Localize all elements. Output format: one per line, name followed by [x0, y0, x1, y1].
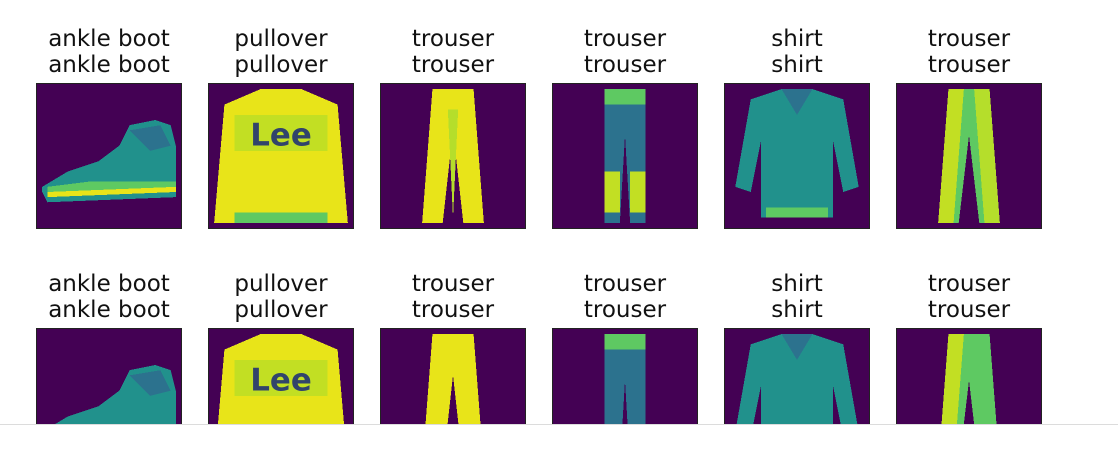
- label-line-1: trouser: [927, 271, 1011, 297]
- label-line-1: trouser: [583, 26, 667, 52]
- label-line-2: trouser: [927, 297, 1011, 323]
- label-line-1: pullover: [234, 271, 328, 297]
- label-line-2: trouser: [411, 297, 495, 323]
- label-line-1: trouser: [583, 271, 667, 297]
- ankle-boot-image: [36, 83, 182, 229]
- label-line-1: trouser: [927, 26, 1011, 52]
- label-line-1: ankle boot: [48, 271, 170, 297]
- logo-text: Lee: [250, 118, 312, 154]
- shirt-image: [724, 328, 870, 424]
- label-line-2: trouser: [411, 52, 495, 78]
- label-line-2: trouser: [927, 52, 1011, 78]
- label-line-1: pullover: [234, 26, 328, 52]
- label-line-1: trouser: [411, 26, 495, 52]
- label-line-1: shirt: [771, 271, 823, 297]
- trouser-image: [552, 328, 698, 424]
- pullover-image: Lee: [208, 83, 354, 229]
- trouser-image: [552, 83, 698, 229]
- pullover-image: Lee: [208, 328, 354, 424]
- label-line-2: shirt: [771, 297, 823, 323]
- trouser-image: [380, 83, 526, 229]
- divider: [0, 424, 1118, 425]
- label-line-2: shirt: [771, 52, 823, 78]
- label-line-2: trouser: [583, 52, 667, 78]
- label-line-2: pullover: [234, 52, 328, 78]
- image-grid: ankle boot ankle boot pullover pullover …: [36, 26, 1042, 424]
- shirt-image: [724, 83, 870, 229]
- ankle-boot-image: [36, 328, 182, 424]
- label-line-2: pullover: [234, 297, 328, 323]
- logo-text: Lee: [250, 363, 312, 399]
- label-line-1: ankle boot: [48, 26, 170, 52]
- bottom-area: [0, 424, 1118, 459]
- label-line-2: trouser: [583, 297, 667, 323]
- trouser-image: [380, 328, 526, 424]
- trouser-image: [896, 328, 1042, 424]
- label-line-1: shirt: [771, 26, 823, 52]
- trouser-image: [896, 83, 1042, 229]
- label-line-2: ankle boot: [48, 52, 170, 78]
- label-line-1: trouser: [411, 271, 495, 297]
- label-line-2: ankle boot: [48, 297, 170, 323]
